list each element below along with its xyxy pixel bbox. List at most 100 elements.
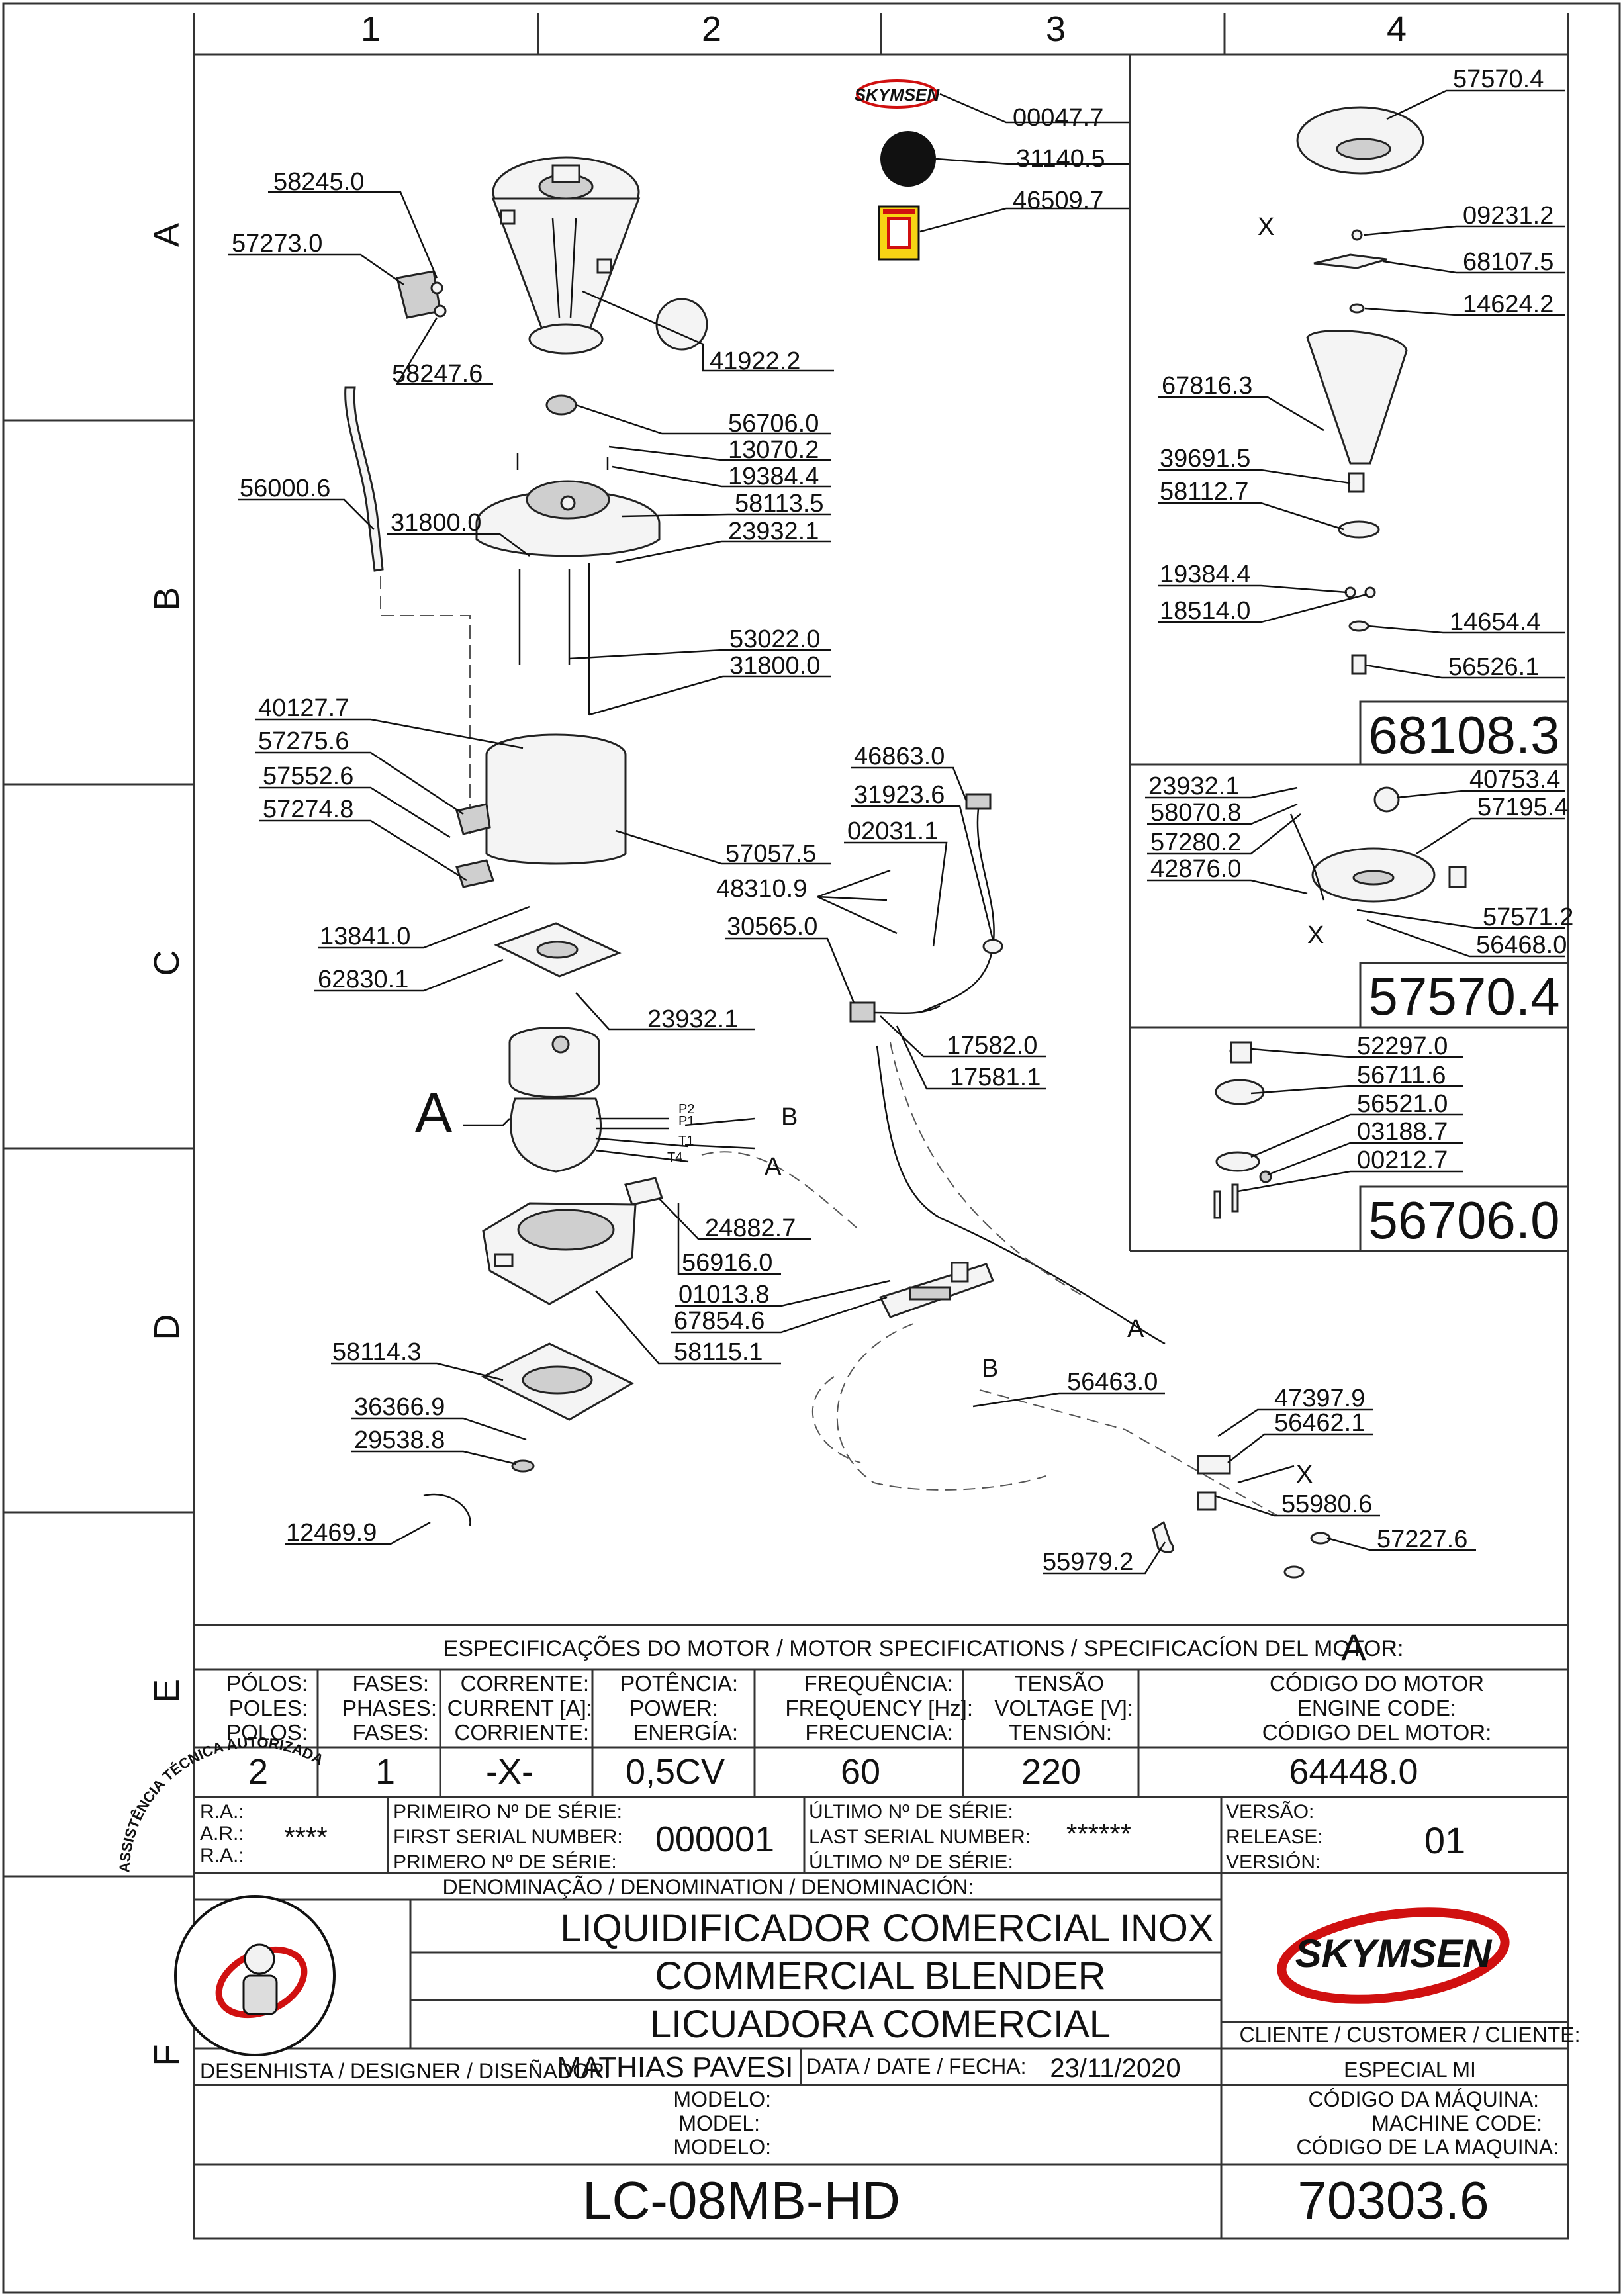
- parts-drawing: SKYMSEN: [344, 79, 1467, 1579]
- spec-header: POTÊNCIA:: [620, 1671, 738, 1696]
- foot-washer: [511, 1459, 535, 1473]
- spec-value: 60: [841, 1752, 880, 1792]
- guide-line: [380, 576, 471, 834]
- spec-value: 2: [248, 1752, 268, 1792]
- spec-header: TENSIÓN:: [1009, 1720, 1112, 1745]
- brand-logo: SKYMSEN: [1277, 1907, 1510, 2004]
- column-label: 2: [702, 9, 721, 49]
- spec-value: 220: [1021, 1752, 1081, 1792]
- part-label: 67854.6: [674, 1307, 765, 1335]
- part-label: 58113.5: [735, 490, 824, 518]
- detail-boxes: [1129, 54, 1569, 1252]
- wire-marker: B: [781, 1103, 798, 1131]
- assembly-code: 68108.3: [1368, 706, 1559, 764]
- lower-lid-assembly: [1289, 786, 1467, 903]
- part-label: 57571.2: [1483, 903, 1573, 931]
- date: 23/11/2020: [1050, 2054, 1180, 2083]
- warning-label: [878, 205, 920, 261]
- part-label: 57570.4: [1453, 66, 1544, 93]
- column-label: 4: [1387, 9, 1407, 49]
- row-label: E: [147, 1679, 187, 1703]
- title-block: R.A.: A.R.: R.A.: **** PRIMEIRO Nº DE SÉ…: [116, 1734, 1581, 2238]
- column-label: 1: [361, 9, 381, 49]
- blade-assembly: [1296, 106, 1424, 675]
- motor-housing: [455, 733, 627, 888]
- product-name-pt: LIQUIDIFICADOR COMERCIAL INOX: [560, 1907, 1213, 1950]
- part-label: 47397.9: [1274, 1385, 1365, 1412]
- denomination-label: DENOMINAÇÃO / DENOMINATION / DENOMINACIÓ…: [443, 1875, 974, 1899]
- washer: [1310, 1532, 1331, 1545]
- part-label: 46863.0: [854, 743, 945, 770]
- terminal-label: T4: [667, 1150, 682, 1165]
- part-label: 31800.0: [729, 652, 820, 680]
- part-label: 55980.6: [1281, 1491, 1372, 1518]
- machine-code: 70303.6: [1297, 2171, 1489, 2230]
- spec-header: PÓLOS:: [226, 1671, 308, 1696]
- first-serial: 000001: [655, 1819, 774, 1859]
- column-ticks: [193, 13, 1569, 54]
- part-label: 56711.6: [1357, 1062, 1446, 1089]
- terminal-label: T1: [678, 1134, 694, 1148]
- part-label: 40753.4: [1469, 766, 1560, 794]
- part-label: 56000.6: [240, 475, 330, 502]
- product-name-es: LICUADORA COMERCIAL: [650, 2003, 1111, 2046]
- part-label: 01013.8: [678, 1281, 769, 1309]
- first-serial-label: FIRST SERIAL NUMBER:: [393, 1826, 623, 1848]
- ra-value: ****: [284, 1821, 327, 1853]
- row-label: C: [147, 950, 187, 976]
- part-label: 29538.8: [354, 1426, 445, 1454]
- spec-header: POLES:: [229, 1696, 308, 1720]
- wiring-harness: [701, 1042, 1278, 1516]
- version: 01: [1424, 1819, 1465, 1861]
- assembly-code: 57570.4: [1368, 967, 1559, 1026]
- part-label: 46509.7: [1013, 187, 1103, 214]
- svg-text:SKYMSEN: SKYMSEN: [1295, 1931, 1493, 1976]
- switch-box: [1197, 1455, 1231, 1475]
- part-label: 18514.0: [1160, 597, 1250, 625]
- spec-header: CORRIENTE:: [454, 1720, 589, 1745]
- part-label: 14624.2: [1463, 291, 1553, 318]
- ra-label: R.A.:: [200, 1801, 244, 1823]
- part-label: 57273.0: [232, 230, 322, 257]
- coupling: [545, 394, 577, 416]
- last-serial: ******: [1066, 1818, 1131, 1849]
- coupling-assembly: [1213, 1041, 1272, 1219]
- circuit-board: [878, 1262, 994, 1318]
- part-label: 57552.6: [263, 762, 353, 790]
- motor: [508, 1027, 755, 1173]
- version-label: RELEASE:: [1226, 1826, 1323, 1848]
- part-label: 40127.7: [258, 694, 349, 722]
- model-label: MODELO:: [673, 2088, 771, 2111]
- column-labels: 1 2 3 4: [361, 9, 1407, 49]
- ra-label: A.R.:: [200, 1823, 244, 1845]
- spec-header: VOLTAGE [V]:: [994, 1696, 1133, 1720]
- spec-header: ENGINE CODE:: [1297, 1696, 1456, 1720]
- svg-text:SKYMSEN: SKYMSEN: [855, 85, 941, 105]
- part-label: 56463.0: [1067, 1368, 1158, 1396]
- designer: MATHIAS PAVESI: [557, 2051, 794, 2084]
- spec-value: 0,5CV: [626, 1752, 725, 1792]
- spec-header: FREQUÊNCIA:: [804, 1671, 953, 1696]
- machine-code-label: CÓDIGO DE LA MAQUINA:: [1296, 2135, 1559, 2159]
- part-label: 00212.7: [1357, 1146, 1448, 1174]
- part-label: 17582.0: [947, 1032, 1037, 1060]
- part-label: 58070.8: [1150, 799, 1241, 827]
- cross-marker: X: [1307, 921, 1324, 949]
- last-serial-label: ÚLTIMO Nº DE SÉRIE:: [809, 1801, 1013, 1823]
- base-plate: [494, 922, 622, 978]
- part-label: 30565.0: [727, 913, 817, 941]
- power-cord: [849, 793, 1003, 1023]
- row-label: A: [147, 223, 187, 247]
- part-label: 24882.7: [705, 1215, 796, 1242]
- spec-header: CÓDIGO DO MOTOR: [1270, 1671, 1484, 1696]
- last-serial-label: LAST SERIAL NUMBER:: [809, 1826, 1031, 1848]
- spec-header: POWER:: [629, 1696, 718, 1720]
- black-knob: [880, 131, 936, 187]
- part-label: 48310.9: [716, 875, 807, 903]
- authorized-service-seal: ASSISTÊNCIA TÉCNICA AUTORIZADA: [116, 1734, 336, 2056]
- spec-header: FASES:: [352, 1720, 429, 1745]
- cross-marker: X: [1258, 213, 1274, 241]
- terminal-label: P2: [678, 1102, 694, 1117]
- terminal-label: P1: [678, 1114, 694, 1128]
